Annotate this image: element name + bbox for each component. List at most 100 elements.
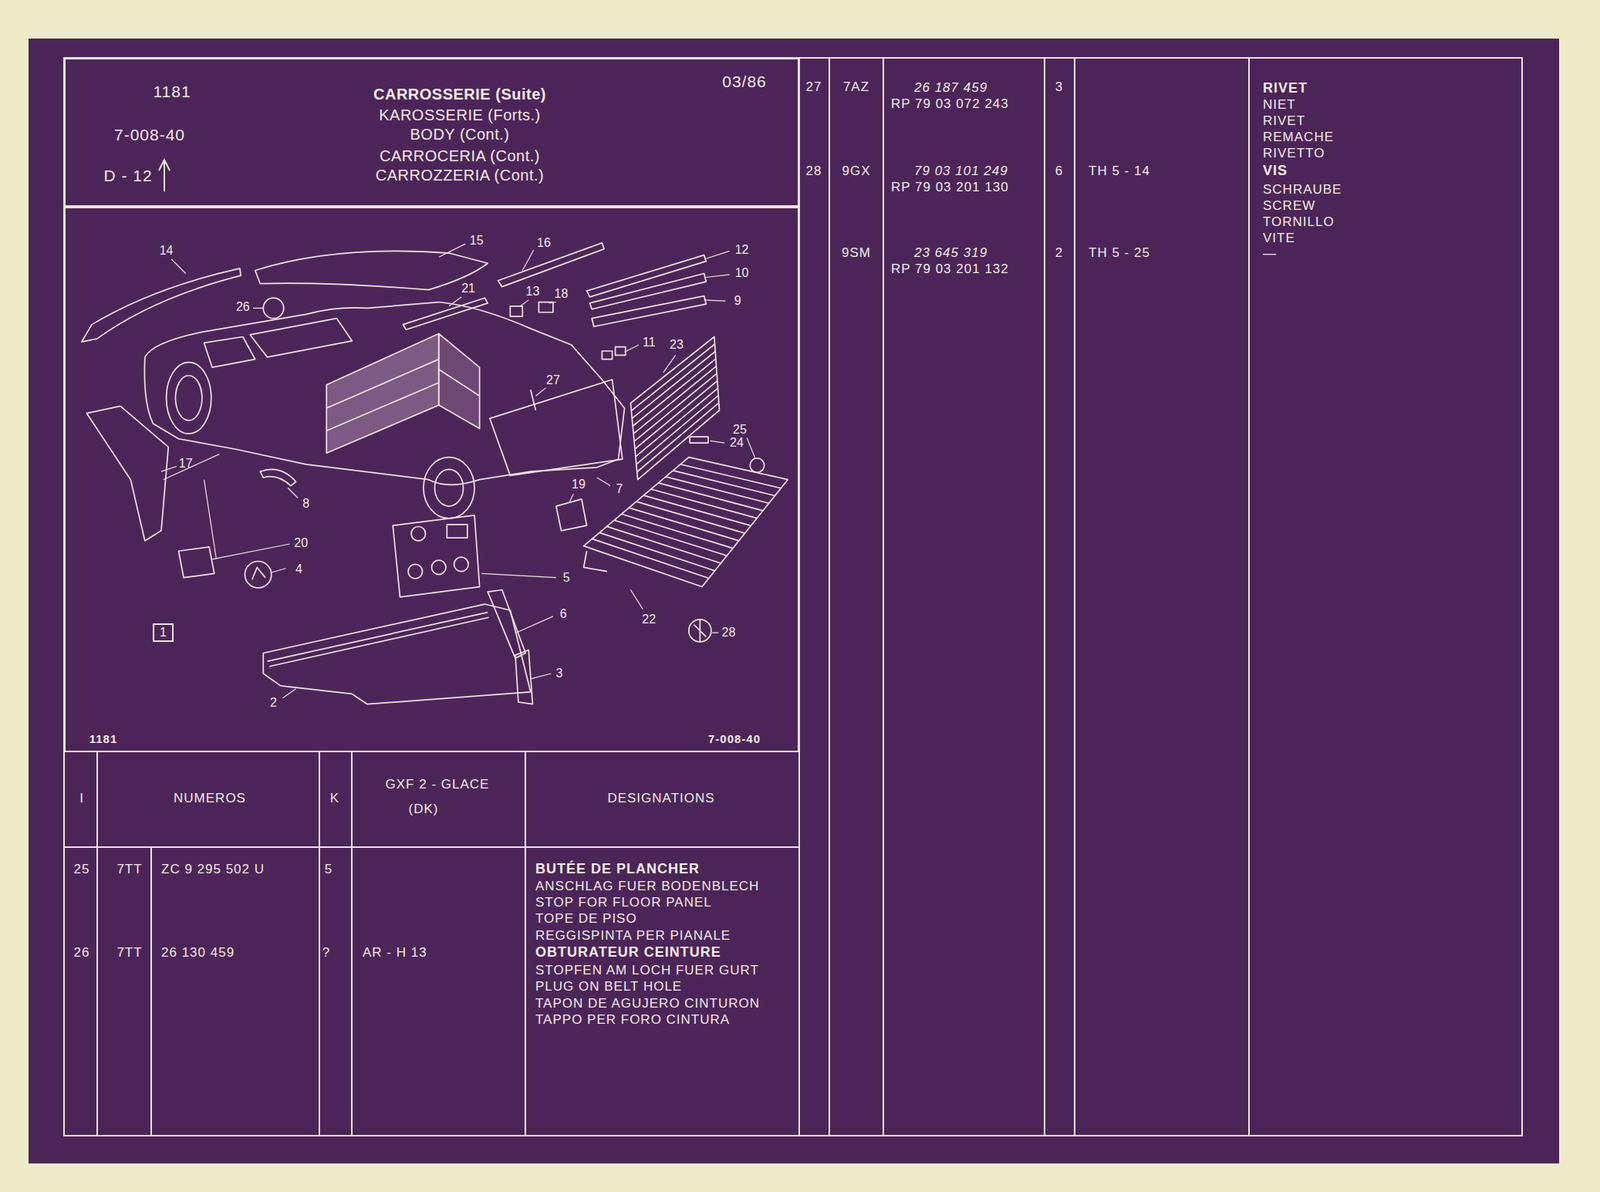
table-cell: OBTURATEUR CEINTURE: [535, 945, 722, 959]
header-box: 11817-008-40D - 12CARROSSERIE (Suite)KAR…: [64, 57, 800, 207]
car-body: [144, 302, 625, 486]
index-box: 1: [152, 623, 174, 642]
panel-rib: [680, 464, 781, 489]
leader-line: [161, 243, 756, 699]
table-grid: [64, 57, 1523, 1136]
table-cell: RIVET: [1262, 114, 1306, 128]
table-cell: 79 03 101 249: [914, 164, 1009, 178]
part-12: [587, 255, 707, 298]
table-cell: AR - H 13: [362, 945, 428, 959]
callout-number: 17: [178, 457, 193, 470]
panel-rib: [599, 532, 716, 571]
table-cell: TH 5 - 25: [1088, 246, 1151, 260]
table-cell: 27: [806, 80, 823, 94]
callout-number: 15: [469, 234, 484, 247]
grid-line: [828, 57, 831, 1136]
node-text: CARROZZERIA (Cont.): [375, 167, 544, 183]
callout-number: 13: [526, 285, 541, 298]
table-cell: TAPPO PER FORO CINTURA: [535, 1012, 730, 1027]
callout-number: 28: [722, 626, 736, 639]
up-arrow: [158, 159, 170, 192]
part-2-strip: [267, 612, 490, 667]
part-5: [408, 563, 423, 579]
wheel: [434, 469, 463, 507]
part-9: [591, 296, 706, 328]
callout-number: 19: [571, 478, 586, 491]
table-cell: NUMEROS: [173, 791, 247, 805]
panel-ribs: [591, 344, 781, 578]
callout-number: 3: [555, 667, 563, 680]
part-27: [530, 389, 537, 410]
part-5: [392, 515, 480, 598]
part-5: [432, 560, 447, 575]
table-cell: 3: [1055, 80, 1064, 94]
callout-number: 14: [159, 244, 174, 257]
exploded-view: [81, 243, 788, 705]
panel-rib: [643, 495, 751, 526]
table-cell: 7TT: [116, 862, 142, 876]
grid-line: [150, 847, 152, 1136]
table-cell: TH 5 - 14: [1088, 164, 1151, 178]
side-window: [249, 318, 352, 358]
node-text: BODY (Cont.): [410, 126, 510, 142]
part-22-bracket: [583, 550, 608, 571]
table-cell: 2: [1055, 246, 1064, 260]
table-cell: 5: [324, 862, 333, 876]
panel-rib: [635, 388, 719, 457]
callout-number: 21: [461, 282, 476, 295]
table-cell: RP 79 03 201 132: [891, 262, 1010, 276]
part-14: [81, 268, 241, 342]
part-15: [255, 250, 489, 290]
table-cell: 26: [74, 945, 91, 959]
table-cell: VIS: [1262, 163, 1288, 178]
panel-rib: [614, 519, 727, 556]
table-cell: GXF 2 - GLACE: [385, 777, 490, 791]
node-text: 1: [159, 626, 167, 639]
part-8: [259, 469, 296, 486]
table-cell: REGGISPINTA PER PIANALE: [535, 928, 731, 942]
trunk-lining: [438, 334, 480, 429]
table-cell: ZC 9 295 502 U: [161, 862, 265, 876]
part-11: [615, 347, 626, 356]
wheel: [166, 362, 212, 435]
panel-rib: [651, 489, 757, 519]
panel-rib: [658, 482, 763, 511]
table-cell: I: [79, 791, 85, 805]
node-text: 7-008-40: [114, 126, 186, 143]
node-text: 03/86: [722, 73, 767, 90]
trunk-lining: [326, 334, 439, 454]
outer-frame: [64, 57, 1523, 1136]
node-text: D - 12: [103, 167, 152, 184]
part-4: [244, 560, 271, 588]
node-text: 7-008-40: [708, 732, 761, 745]
node-text: CARROSSERIE (Suite): [373, 86, 547, 102]
table-cell: 28: [806, 164, 823, 178]
table-cell: DESIGNATIONS: [607, 791, 715, 805]
node-text: 1181: [152, 83, 191, 100]
table-cell: 26 187 459: [914, 81, 988, 95]
callout-number: 23: [669, 338, 684, 352]
part-2: [263, 604, 531, 705]
callout-number: 27: [546, 374, 561, 387]
grid-line: [1043, 57, 1046, 1136]
table-cell: TAPON DE AGUJERO CINTURON: [535, 996, 760, 1010]
callout-number: 4: [295, 563, 303, 576]
callout-number: 16: [536, 236, 551, 250]
part-23: [630, 336, 719, 480]
part-4: [252, 567, 266, 580]
table-cell: ?: [322, 945, 331, 959]
table-cell: ANSCHLAG FUER BODENBLECH: [535, 879, 760, 893]
table-cell: 9SM: [841, 246, 871, 260]
part-24: [689, 436, 709, 443]
grid-line: [1248, 57, 1250, 1136]
callout-number: 6: [560, 607, 568, 621]
table-cell: TOPE DE PISO: [535, 911, 638, 925]
callout-number: 24: [729, 436, 744, 449]
part-20: [178, 546, 214, 578]
part-26: [263, 297, 284, 318]
callout-number: 26: [236, 300, 250, 314]
table-cell: RIVETTO: [1262, 146, 1325, 160]
callout-number: 11: [642, 336, 656, 349]
panel-rib: [621, 513, 733, 548]
